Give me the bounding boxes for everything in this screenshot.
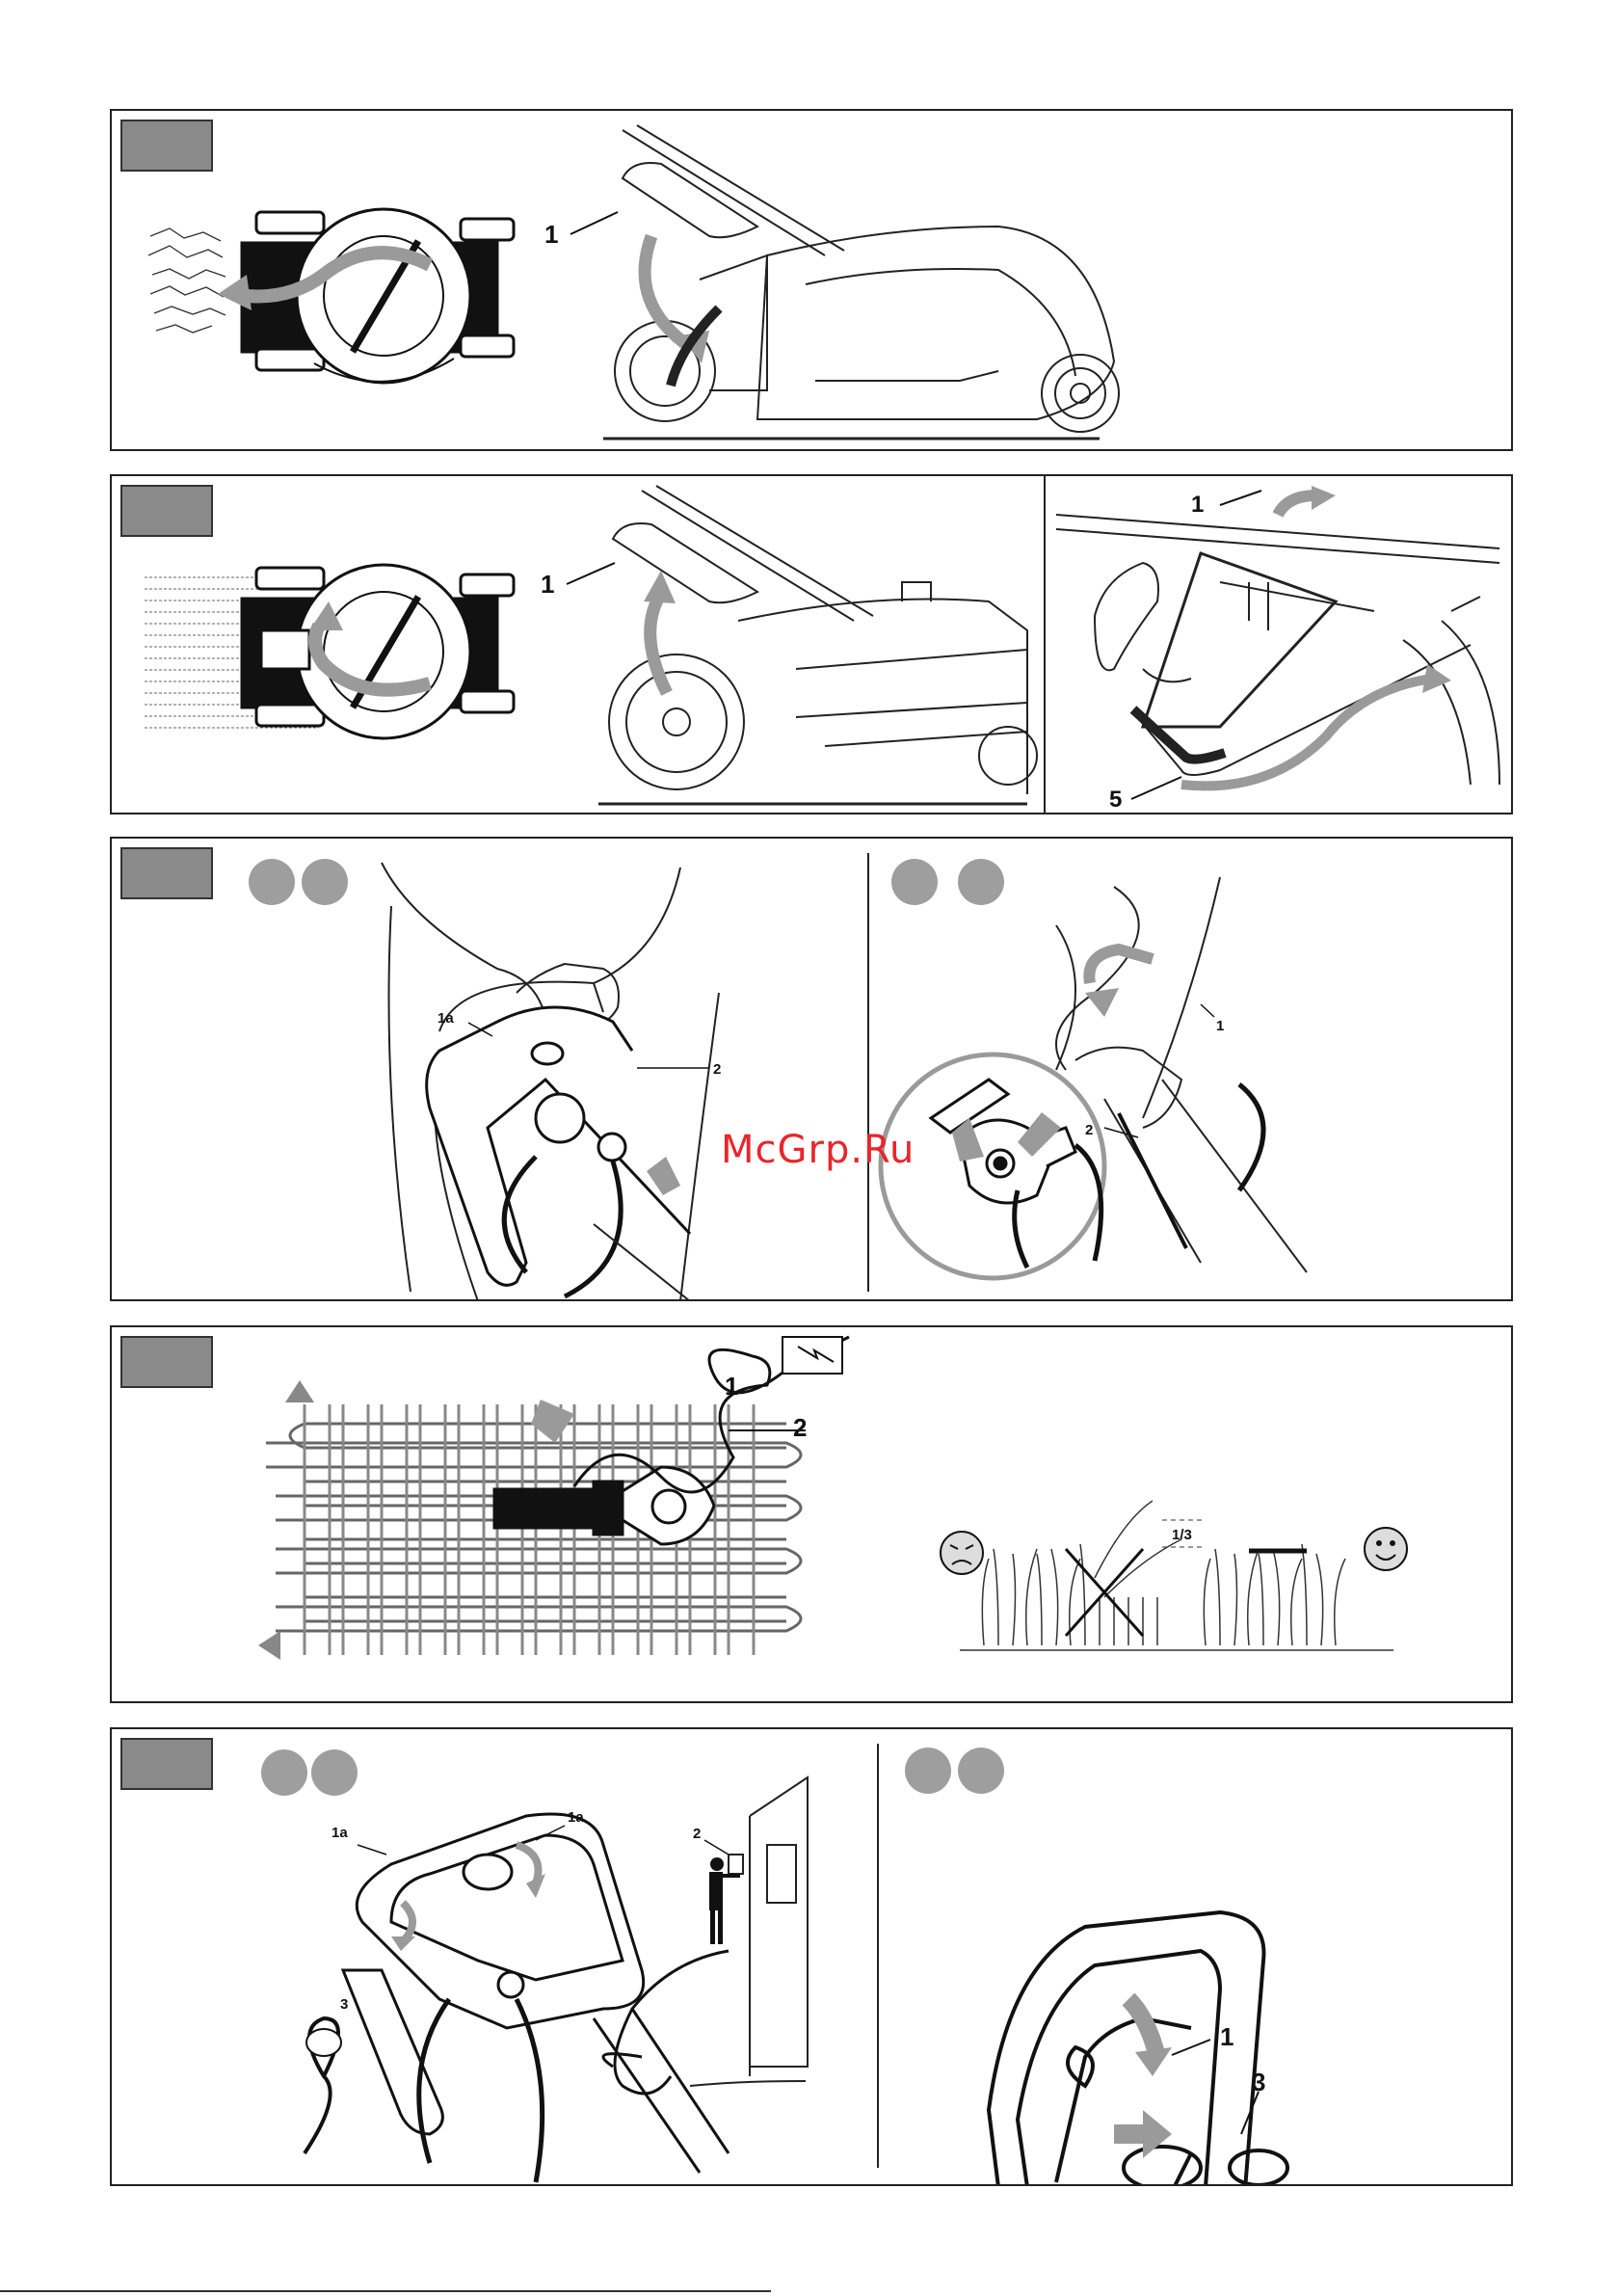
start-arrow-head xyxy=(285,1380,314,1402)
arrow-head xyxy=(218,275,252,310)
mowing-pattern-diagram: 1 2 1/3 xyxy=(112,1327,1513,1703)
callout-1: 1 xyxy=(1220,2022,1233,2051)
press-arrow xyxy=(647,1157,680,1195)
callout-1a-right: 1a xyxy=(568,1809,584,1826)
mower-rear-discharge-diagram: 1 1 5 xyxy=(112,476,1513,814)
footer-rule xyxy=(0,2290,771,2292)
grass-clippings-illustration xyxy=(148,228,225,333)
happy-face-icon xyxy=(1365,1528,1407,1570)
callout-2: 2 xyxy=(713,1061,721,1078)
insert-cable-arrow xyxy=(1128,1999,1157,2057)
panel-4: 1 2 1/3 xyxy=(110,1325,1513,1703)
push-arrow xyxy=(1114,2110,1172,2158)
grass-catcher-detail xyxy=(1056,515,1499,785)
panel-2: 1 1 5 xyxy=(110,474,1513,814)
panel-3: 1a 2 1 2 xyxy=(110,837,1513,1301)
mower-mulching-diagram: 1 xyxy=(112,111,1513,451)
step-circle xyxy=(261,1749,307,1796)
plug-3 xyxy=(306,2029,341,2056)
switch-start-diagram: 1a 2 1 2 xyxy=(112,839,1513,1301)
callout-2-right: 2 xyxy=(1085,1122,1093,1138)
step-circle xyxy=(302,859,348,905)
callout-3: 3 xyxy=(340,1996,348,2013)
callout-3: 3 xyxy=(1252,2068,1265,2096)
flap-cover xyxy=(613,523,757,602)
step-circle xyxy=(958,1748,1004,1794)
cable-hook-detail xyxy=(989,1912,1287,2186)
one-third-label: 1/3 xyxy=(1172,1527,1192,1543)
callout-1-detail: 1 xyxy=(1191,492,1204,518)
mower-side-view xyxy=(603,125,1119,439)
angry-face-icon xyxy=(941,1532,983,1574)
callout-2: 2 xyxy=(793,1413,807,1442)
callout-1: 1 xyxy=(725,1372,738,1401)
switch-box xyxy=(427,1007,690,1285)
step-circle xyxy=(958,859,1004,905)
step-circle xyxy=(249,859,295,905)
step-circle xyxy=(905,1748,951,1794)
panel-1: 1 xyxy=(110,109,1513,451)
panel-5: 1a 1a 3 2 xyxy=(110,1727,1513,2186)
switch-off-diagram: 1a 1a 3 2 xyxy=(112,1729,1513,2186)
step-circle xyxy=(311,1749,358,1796)
callout-1a-left: 1a xyxy=(332,1825,348,1841)
callout-1-right: 1 xyxy=(1216,1018,1224,1034)
callout-5: 5 xyxy=(1109,787,1122,813)
grass-height-illustration xyxy=(960,1501,1393,1650)
direction-arrow xyxy=(531,1400,574,1443)
callout-1a: 1a xyxy=(438,1010,454,1027)
callout-2: 2 xyxy=(693,1826,701,1842)
mower-operator xyxy=(494,1467,714,1544)
end-arrow-head xyxy=(258,1631,280,1660)
flap-arrow xyxy=(645,236,690,347)
callout-1-side: 1 xyxy=(541,570,554,599)
callout-1: 1 xyxy=(544,220,558,249)
mower-top-view xyxy=(242,565,514,738)
watermark: McGrp.Ru xyxy=(721,1128,915,1172)
step-circle xyxy=(891,859,938,905)
house-outlet-illustration xyxy=(690,1777,808,2086)
